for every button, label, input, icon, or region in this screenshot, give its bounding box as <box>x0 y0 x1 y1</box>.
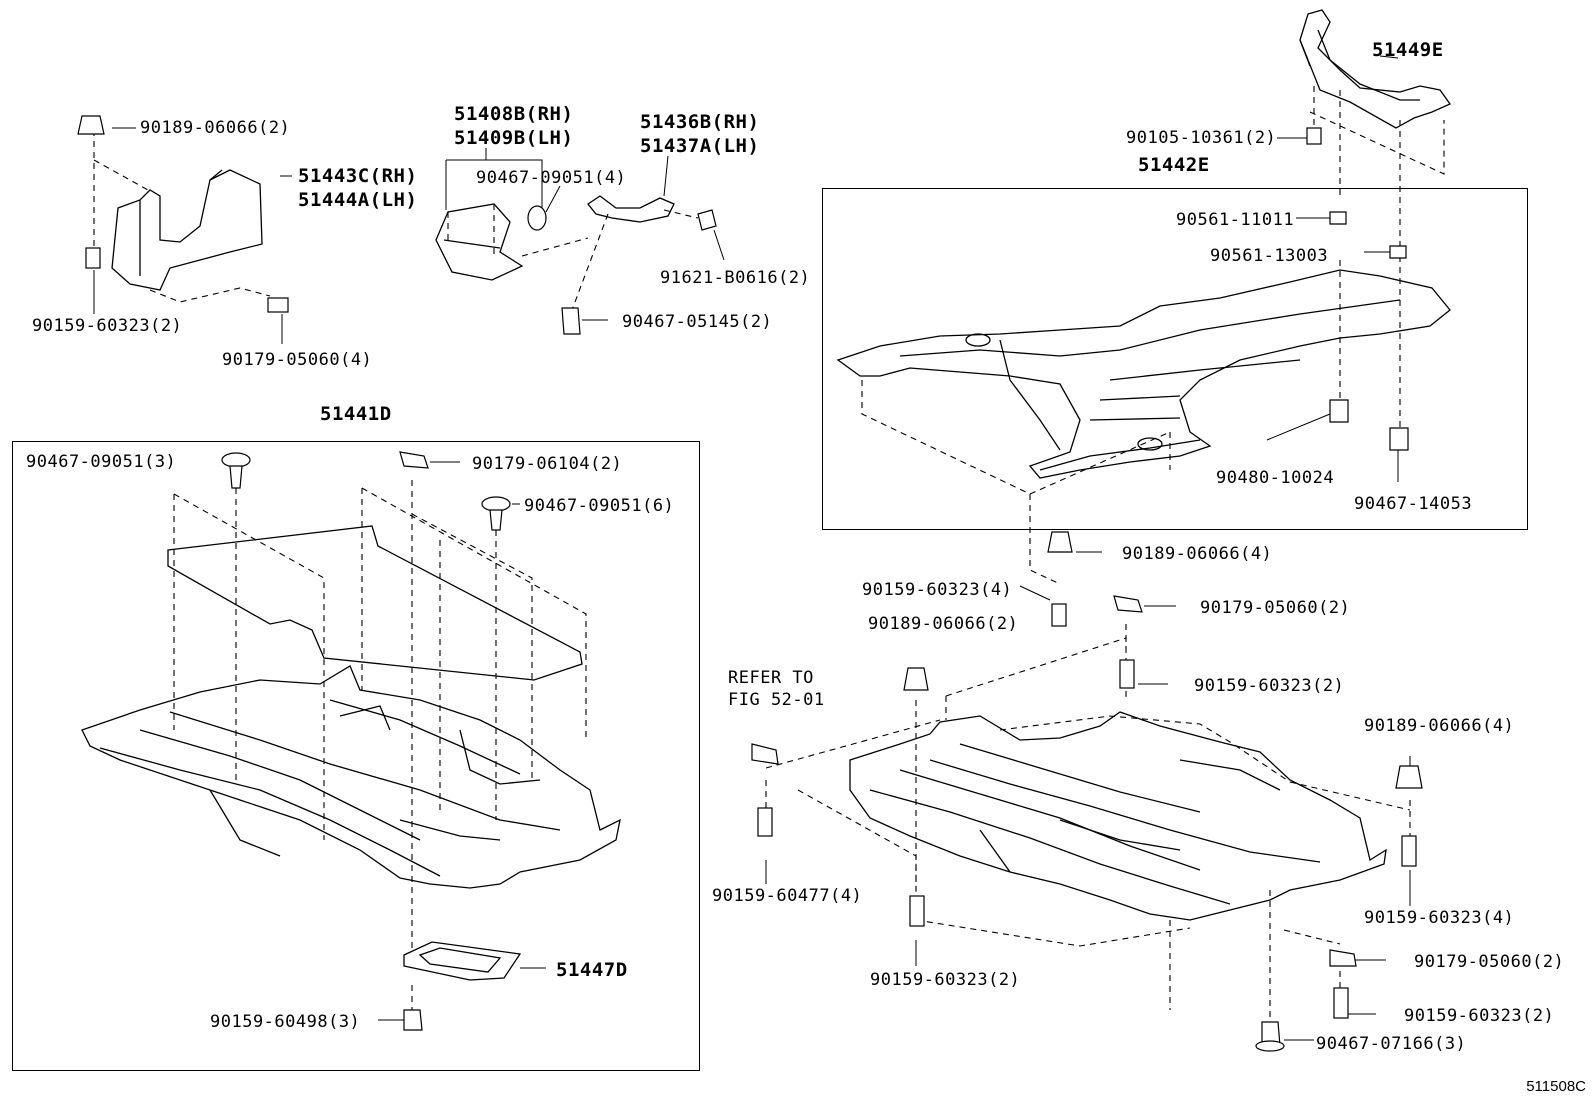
label-90159-60323-e: 90159-60323(2) <box>870 970 1021 990</box>
label-51436B: 51436B(RH) <box>640 111 760 133</box>
label-90179-05060-c: 90179-05060(2) <box>1414 952 1565 972</box>
label-90467-09051-c: 90467-09051(6) <box>524 496 675 516</box>
label-90159-60323-f: 90159-60323(2) <box>1404 1006 1555 1026</box>
label-90467-14053: 90467-14053 <box>1354 494 1473 514</box>
label-90480-10024: 90480-10024 <box>1216 468 1335 488</box>
label-90159-60323-c: 90159-60323(2) <box>1194 676 1345 696</box>
label-51442E: 51442E <box>1138 154 1210 176</box>
label-51444A: 51444A(LH) <box>298 189 418 211</box>
label-51447D: 51447D <box>556 959 628 981</box>
label-90467-07166: 90467-07166(3) <box>1316 1034 1467 1054</box>
label-90159-60477: 90159-60477(4) <box>712 886 863 906</box>
label-90105-10361: 90105-10361(2) <box>1126 128 1277 148</box>
leaders-51441D <box>173 459 587 1021</box>
part-51408B-shield <box>435 148 589 281</box>
leaders-51442E <box>861 217 1401 585</box>
label-90179-05060-b: 90179-05060(2) <box>1200 598 1351 618</box>
leaders-51449E <box>1309 55 1445 250</box>
label-90189-06066-b: 90189-06066(4) <box>1122 544 1273 564</box>
fasteners-rear-undercover <box>751 595 1423 1052</box>
fasteners-51443C <box>77 115 289 313</box>
label-90159-60323-a: 90159-60323(2) <box>32 316 183 336</box>
label-90189-06066-a: 90189-06066(2) <box>140 118 291 138</box>
label-90467-05145: 90467-05145(2) <box>622 312 773 332</box>
fasteners-51442E <box>1329 211 1409 451</box>
label-90179-06104: 90179-06104(2) <box>472 454 623 474</box>
label-refer-2: FIG 52-01 <box>728 690 825 710</box>
part-rear-undercover <box>849 711 1387 921</box>
part-51436B-bracket <box>561 155 725 335</box>
label-51449E: 51449E <box>1372 39 1444 61</box>
label-90159-60323-b: 90159-60323(4) <box>862 580 1013 600</box>
figure-id: 511508C <box>1526 1078 1586 1095</box>
label-51441D: 51441D <box>320 403 392 425</box>
part-51449E-bracket <box>1299 9 1451 129</box>
label-refer-1: REFER TO <box>728 668 814 688</box>
label-90159-60498: 90159-60498(3) <box>210 1012 361 1032</box>
label-90561-13003: 90561-13003 <box>1210 246 1329 266</box>
label-51443C: 51443C(RH) <box>298 165 418 187</box>
part-51443C-bracket <box>111 169 263 291</box>
label-90467-09051-a: 90467-09051(4) <box>476 168 627 188</box>
bolt-90105-10361 <box>1277 86 1322 145</box>
label-51408B: 51408B(RH) <box>454 103 574 125</box>
label-91621-B0616: 91621-B0616(2) <box>660 268 811 288</box>
part-51441D-panel <box>81 525 621 981</box>
label-90561-11011: 90561-11011 <box>1176 210 1295 230</box>
label-90467-09051-b: 90467-09051(3) <box>26 452 177 472</box>
nut-90189-06066-4 <box>1047 531 1102 553</box>
leaders-rear-undercover <box>765 585 1411 1041</box>
part-51442E-panel <box>836 269 1451 479</box>
label-51437A: 51437A(LH) <box>640 135 760 157</box>
label-90189-06066-d: 90189-06066(4) <box>1364 716 1515 736</box>
label-51409B: 51409B(LH) <box>454 127 574 149</box>
assembly-box-51442E <box>822 188 1528 530</box>
fasteners-51441D <box>221 451 511 1031</box>
label-90179-05060-a: 90179-05060(4) <box>222 350 373 370</box>
assembly-box-51441D <box>12 441 700 1071</box>
label-90189-06066-c: 90189-06066(2) <box>868 614 1019 634</box>
label-90159-60323-d: 90159-60323(4) <box>1364 908 1515 928</box>
leaders-51443C <box>93 127 292 344</box>
